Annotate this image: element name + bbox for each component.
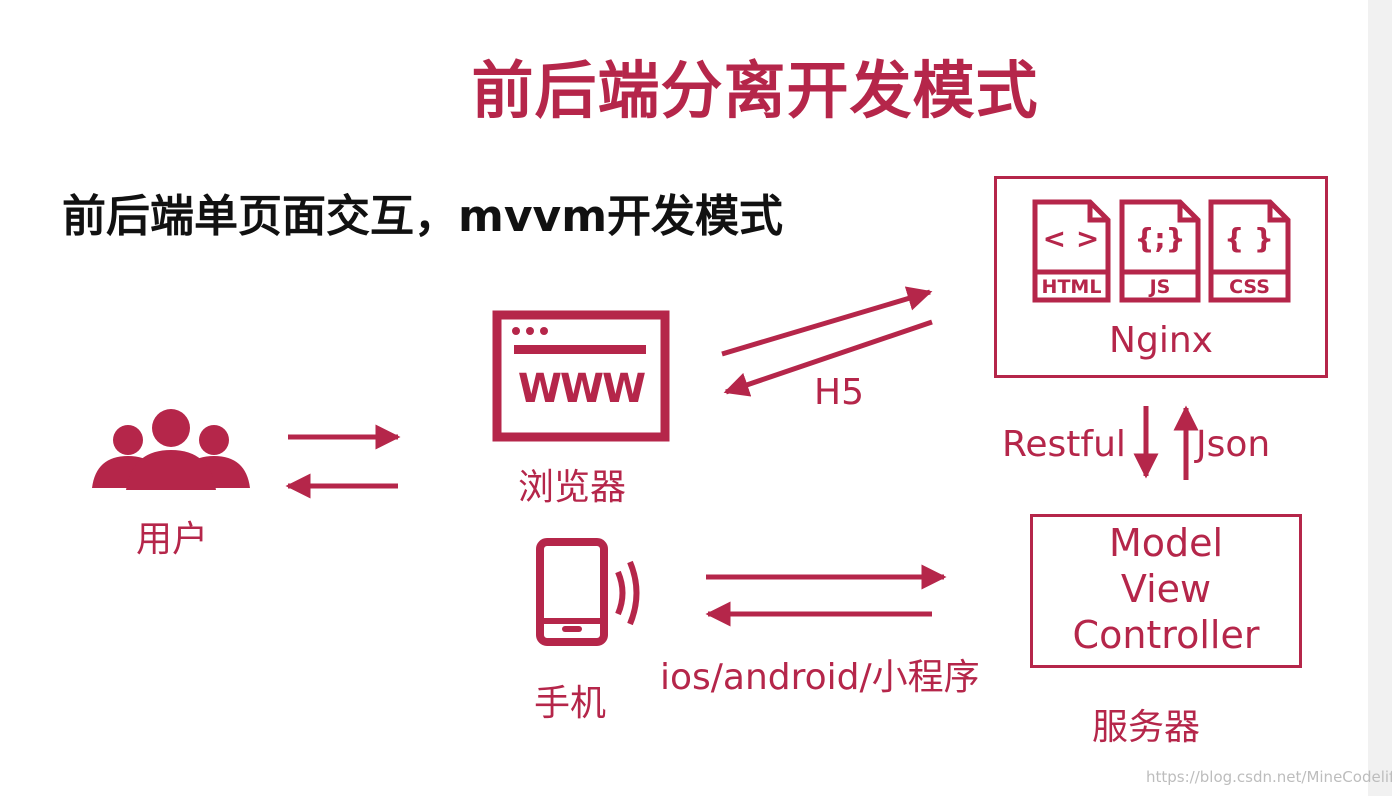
html-file-glyph: < > (1042, 222, 1100, 255)
server-box (1030, 514, 1302, 668)
mvc-model-label: Model (1108, 521, 1224, 565)
arrow-nginx-to-browser (723, 319, 933, 397)
browser-label: 浏览器 (518, 467, 627, 508)
user-label: 用户 (136, 519, 209, 560)
json-label: Json (1196, 424, 1271, 465)
css-file-icon (1208, 199, 1291, 303)
browser-icon-text: WWW (517, 366, 646, 412)
watermark: https://blog.csdn.net/MineCodelife (1146, 768, 1392, 786)
js-file-icon (1119, 199, 1201, 303)
server-label: 服务器 (1092, 707, 1201, 748)
html-file-icon (1032, 199, 1111, 303)
html-file-label: HTML (1041, 276, 1102, 298)
arrow-browser-to-nginx (721, 286, 933, 357)
mvc-controller-label: Controller (1072, 613, 1260, 657)
phone-icon (536, 538, 640, 646)
browser-icon (492, 310, 670, 442)
mvc-view-label: View (1120, 567, 1212, 611)
nginx-label: Nginx (1109, 320, 1213, 361)
css-file-label: CSS (1229, 276, 1270, 298)
css-file-glyph: { } (1224, 222, 1274, 255)
right-edge-strip (1368, 0, 1392, 796)
users-icon (92, 409, 250, 490)
page-title: 前后端分离开发模式 (471, 54, 1039, 127)
js-file-label: JS (1149, 276, 1171, 298)
nginx-box (994, 176, 1328, 378)
js-file-glyph: {;} (1134, 222, 1186, 255)
restful-label: Restful (1002, 424, 1126, 465)
h5-label: H5 (814, 372, 864, 413)
phone-label: 手机 (534, 683, 607, 724)
page-subtitle: 前后端单页面交互，mvvm开发模式 (62, 191, 784, 242)
mobile-platforms-label: ios/android/小程序 (660, 657, 980, 698)
